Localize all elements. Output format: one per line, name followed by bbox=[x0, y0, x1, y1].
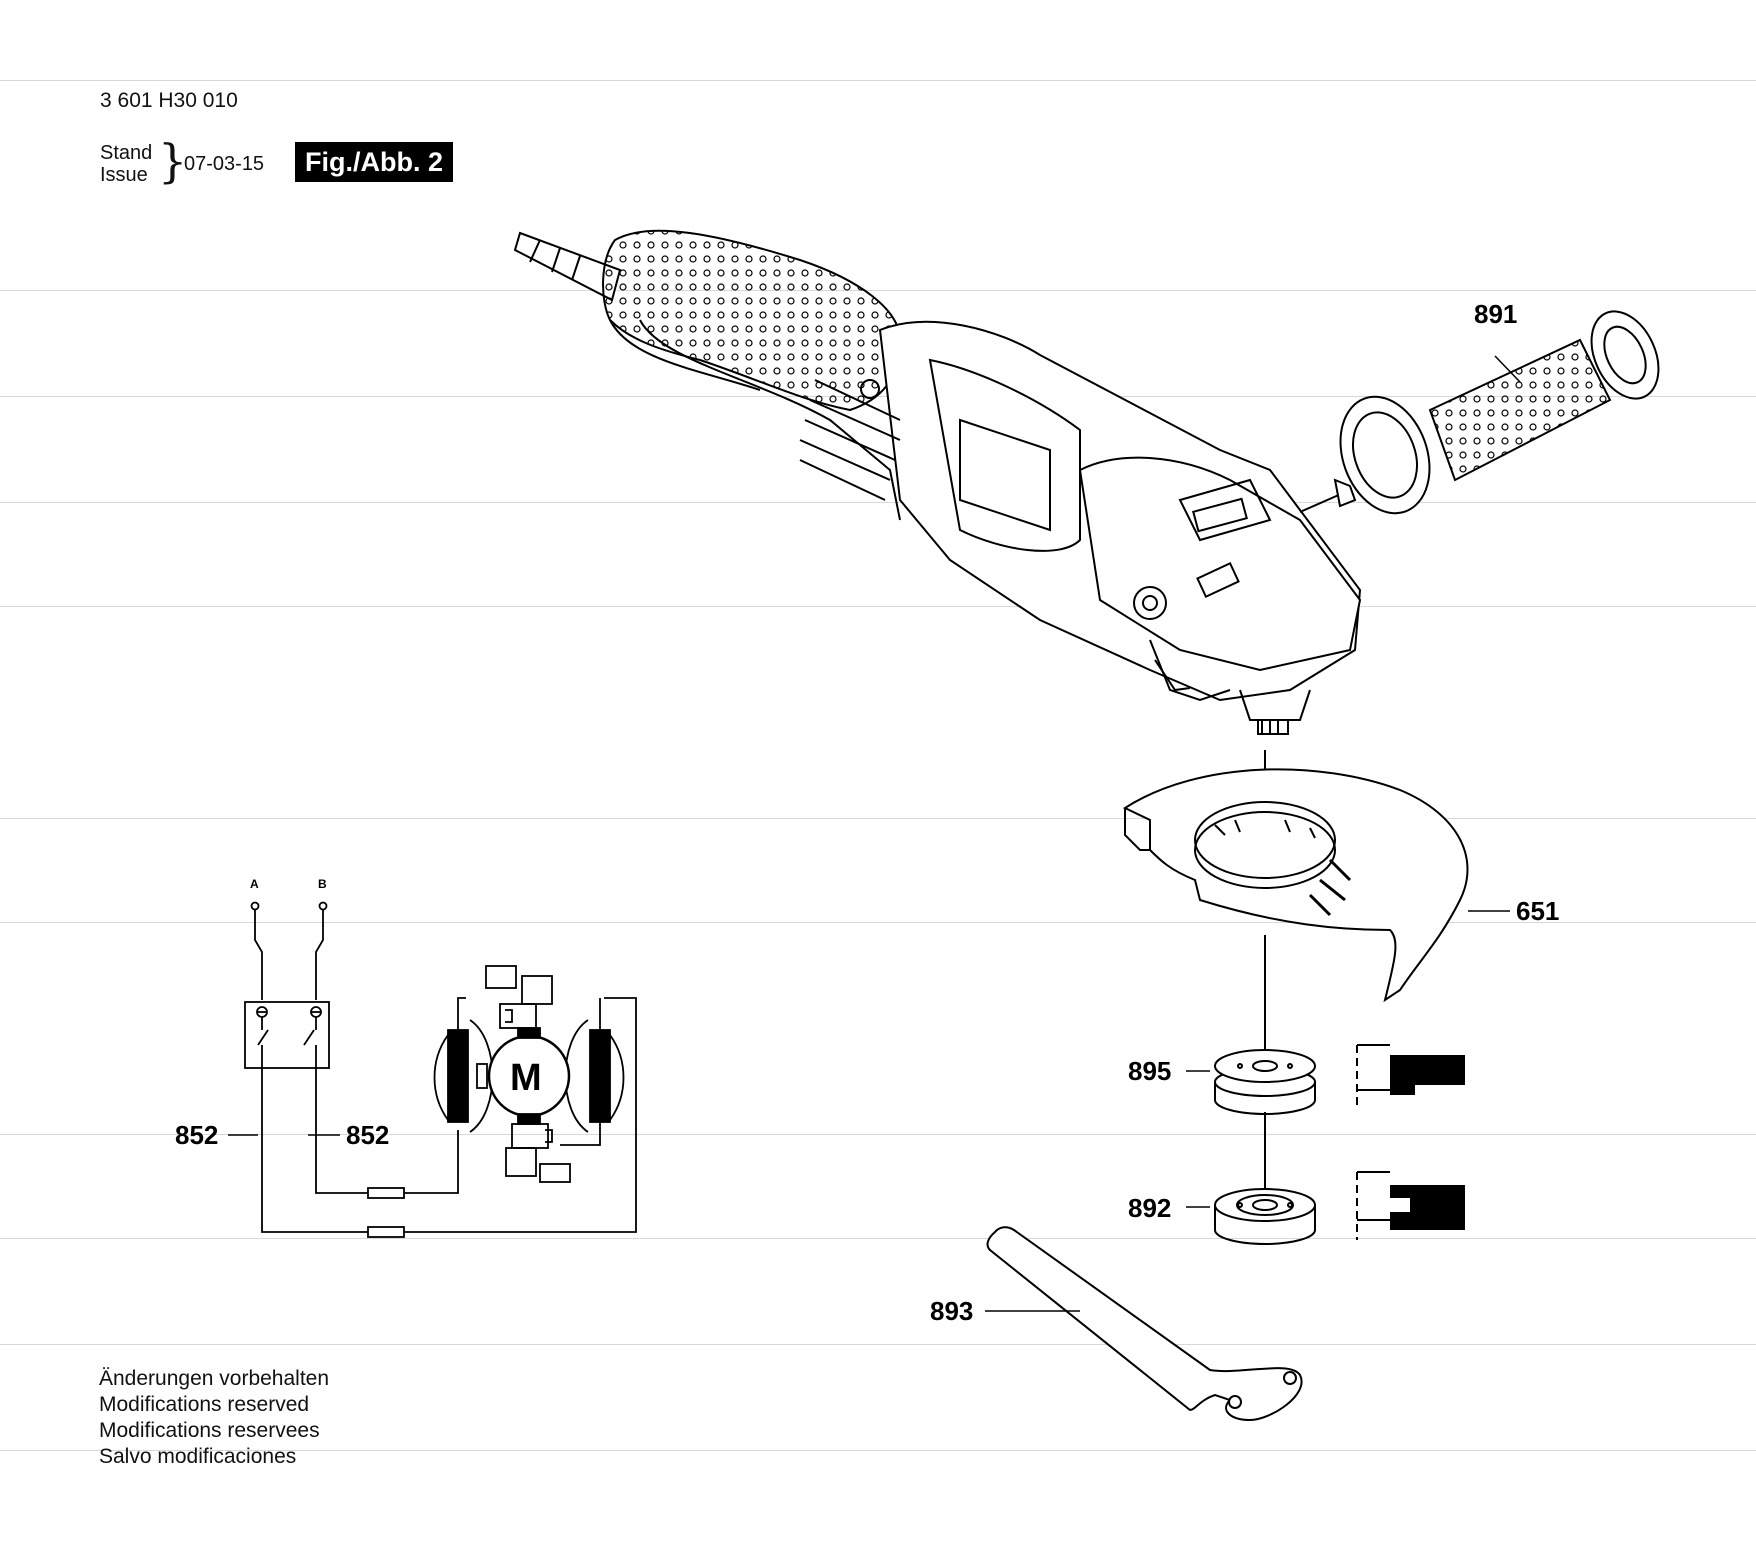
rule-line bbox=[0, 290, 1756, 291]
wiring-schematic bbox=[244, 901, 637, 1238]
footer-line-es: Salvo modificaciones bbox=[99, 1445, 297, 1468]
callout-893: 893 bbox=[930, 1296, 973, 1326]
rule-line bbox=[0, 502, 1756, 503]
nut-cross-section bbox=[1356, 1171, 1465, 1240]
flange-cross-section bbox=[1356, 1044, 1465, 1110]
callout-891: 891 bbox=[1474, 299, 1517, 329]
rule-line bbox=[0, 80, 1756, 81]
footer-line-en: Modifications reserved bbox=[99, 1393, 310, 1416]
brace-glyph: } bbox=[158, 134, 188, 188]
footer-line-de: Änderungen vorbehalten bbox=[99, 1367, 330, 1390]
rule-line bbox=[0, 1134, 1756, 1135]
rule-line bbox=[0, 922, 1756, 923]
clamping-nut bbox=[1214, 1188, 1316, 1245]
part-number: 3 601 H30 010 bbox=[100, 89, 238, 112]
two-pin-wrench bbox=[986, 1226, 1303, 1422]
auxiliary-handle bbox=[1299, 310, 1660, 515]
figure-label: Fig./Abb. 2 bbox=[295, 142, 453, 182]
issue-label: Issue bbox=[100, 164, 148, 186]
rule-line bbox=[0, 396, 1756, 397]
mounting-flange bbox=[1214, 1049, 1316, 1115]
callout-leaders bbox=[228, 355, 1521, 1312]
callout-852-right: 852 bbox=[346, 1120, 389, 1150]
stand-issue-labels: Stand Issue bbox=[100, 142, 152, 186]
wheel-guard bbox=[1122, 768, 1469, 1003]
rule-line bbox=[0, 818, 1756, 819]
rule-line bbox=[0, 1450, 1756, 1451]
callout-895: 895 bbox=[1128, 1056, 1171, 1086]
rule-line bbox=[0, 606, 1756, 607]
callout-651: 651 bbox=[1516, 896, 1559, 926]
motor-symbol: M bbox=[510, 1057, 542, 1099]
angle-grinder bbox=[513, 229, 1362, 735]
terminal-a: A bbox=[250, 877, 259, 891]
issue-date: 07-03-15 bbox=[184, 153, 265, 175]
callout-892: 892 bbox=[1128, 1193, 1171, 1223]
footer-notice: Änderungen vorbehalten Modifications res… bbox=[99, 1366, 329, 1470]
callout-852-left: 852 bbox=[175, 1120, 218, 1150]
terminal-b: B bbox=[318, 877, 327, 891]
footer-line-fr: Modifications reservees bbox=[99, 1419, 320, 1442]
stand-label: Stand bbox=[100, 142, 153, 164]
rule-line bbox=[0, 1344, 1756, 1345]
rule-line bbox=[0, 1238, 1756, 1239]
